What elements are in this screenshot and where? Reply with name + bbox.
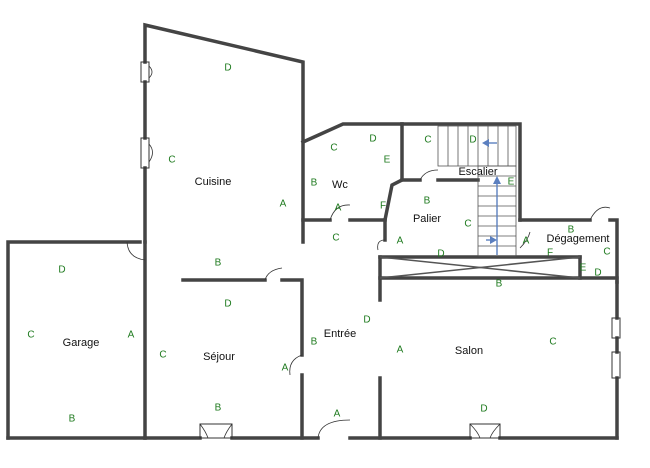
wc-top-wall bbox=[300, 122, 404, 145]
cuisine-outer-wall bbox=[143, 22, 305, 244]
stair-lower-flight bbox=[477, 165, 517, 257]
palier-left-door-arc bbox=[377, 239, 386, 251]
wall-letter: B bbox=[424, 196, 431, 207]
garage-door-arc bbox=[126, 241, 146, 261]
cuisine-window-bottom bbox=[140, 137, 150, 169]
cuisine-window-top bbox=[140, 61, 150, 83]
wall-letter: C bbox=[332, 233, 339, 244]
wall-letter: A bbox=[128, 330, 135, 341]
room-labels: Cuisine Wc Escalier Palier Dégagement Ga… bbox=[63, 166, 610, 363]
stair-arrowhead-left bbox=[482, 139, 489, 147]
escalier-outer-wall bbox=[400, 122, 522, 222]
room-label-escalier: Escalier bbox=[458, 166, 497, 178]
stair-arrowhead-up bbox=[493, 176, 501, 184]
wall-letter: C bbox=[549, 337, 556, 348]
wall-letter: D bbox=[58, 265, 65, 276]
degagement-door-arc bbox=[589, 206, 611, 221]
sejour-entree-wall bbox=[280, 278, 304, 357]
entree-front-door-arc bbox=[317, 419, 351, 439]
wall-letter: D bbox=[369, 134, 376, 145]
room-label-wc: Wc bbox=[332, 179, 348, 191]
wall-letter: F bbox=[380, 201, 386, 212]
wall-letter: C bbox=[168, 155, 175, 166]
entree-door-arc bbox=[289, 354, 303, 376]
wall-letter: A bbox=[334, 409, 341, 420]
wall-letter: E bbox=[580, 263, 587, 274]
room-label-degagement: Dégagement bbox=[547, 233, 610, 245]
stair-arrowhead-small bbox=[490, 236, 497, 244]
wall-letter: E bbox=[384, 155, 391, 166]
room-label-sejour: Séjour bbox=[203, 351, 235, 363]
wall-letter: D bbox=[594, 268, 601, 279]
wall-letter: D bbox=[480, 404, 487, 415]
wall-letter: B bbox=[215, 258, 222, 269]
wall-letter: A bbox=[397, 345, 404, 356]
wall-letter: D bbox=[437, 249, 444, 260]
garage-outer-wall bbox=[6, 240, 142, 440]
wall-letter: C bbox=[27, 330, 34, 341]
wall-letter: C bbox=[603, 247, 610, 258]
walls bbox=[6, 22, 619, 440]
degagement-right-wall bbox=[608, 218, 619, 284]
wall-letter: B bbox=[496, 279, 503, 290]
wall-letter: B bbox=[69, 414, 76, 425]
wall-letter: E bbox=[508, 177, 515, 188]
wall-letter: B bbox=[311, 178, 318, 189]
band-hatch bbox=[379, 256, 581, 279]
staircase bbox=[437, 125, 517, 257]
wall-letter: A bbox=[280, 199, 287, 210]
wall-letter: A bbox=[523, 236, 530, 247]
room-label-cuisine: Cuisine bbox=[195, 176, 232, 188]
wc-right-wall bbox=[382, 122, 404, 223]
stair-upper-flight bbox=[437, 125, 517, 167]
sejour-front-door bbox=[199, 423, 233, 439]
wall-letter: C bbox=[424, 135, 431, 146]
wall-letter: D bbox=[224, 63, 231, 74]
doors bbox=[126, 61, 621, 439]
wall-letter: B bbox=[568, 225, 575, 236]
room-label-garage: Garage bbox=[63, 337, 100, 349]
salon-window-2 bbox=[611, 351, 621, 379]
room-label-palier: Palier bbox=[413, 213, 441, 225]
salon-front-door bbox=[469, 423, 501, 439]
room-label-salon: Salon bbox=[455, 345, 483, 357]
wall-letter: A bbox=[397, 236, 404, 247]
wall-letter: A bbox=[282, 363, 289, 374]
wall-letter: B bbox=[215, 403, 222, 414]
wall-letter: D bbox=[224, 299, 231, 310]
wall-letter: A bbox=[335, 203, 342, 214]
wall-letters: D C A B D C B E A C F C D E B C A D B C … bbox=[27, 63, 610, 425]
wall-letter: F bbox=[547, 248, 553, 259]
escalier-door-arc bbox=[519, 231, 531, 249]
salon-window-1 bbox=[611, 317, 621, 339]
wall-letter: C bbox=[330, 143, 337, 154]
wall-letter: B bbox=[311, 337, 318, 348]
wall-letter: D bbox=[469, 135, 476, 146]
wall-letter: C bbox=[159, 350, 166, 361]
wall-letter: D bbox=[363, 315, 370, 326]
wc-door-arc bbox=[329, 204, 351, 221]
wall-letter: C bbox=[464, 219, 471, 230]
room-label-entree: Entrée bbox=[324, 328, 356, 340]
palier-door-arc bbox=[419, 169, 439, 181]
sejour-door-arc bbox=[264, 267, 283, 281]
